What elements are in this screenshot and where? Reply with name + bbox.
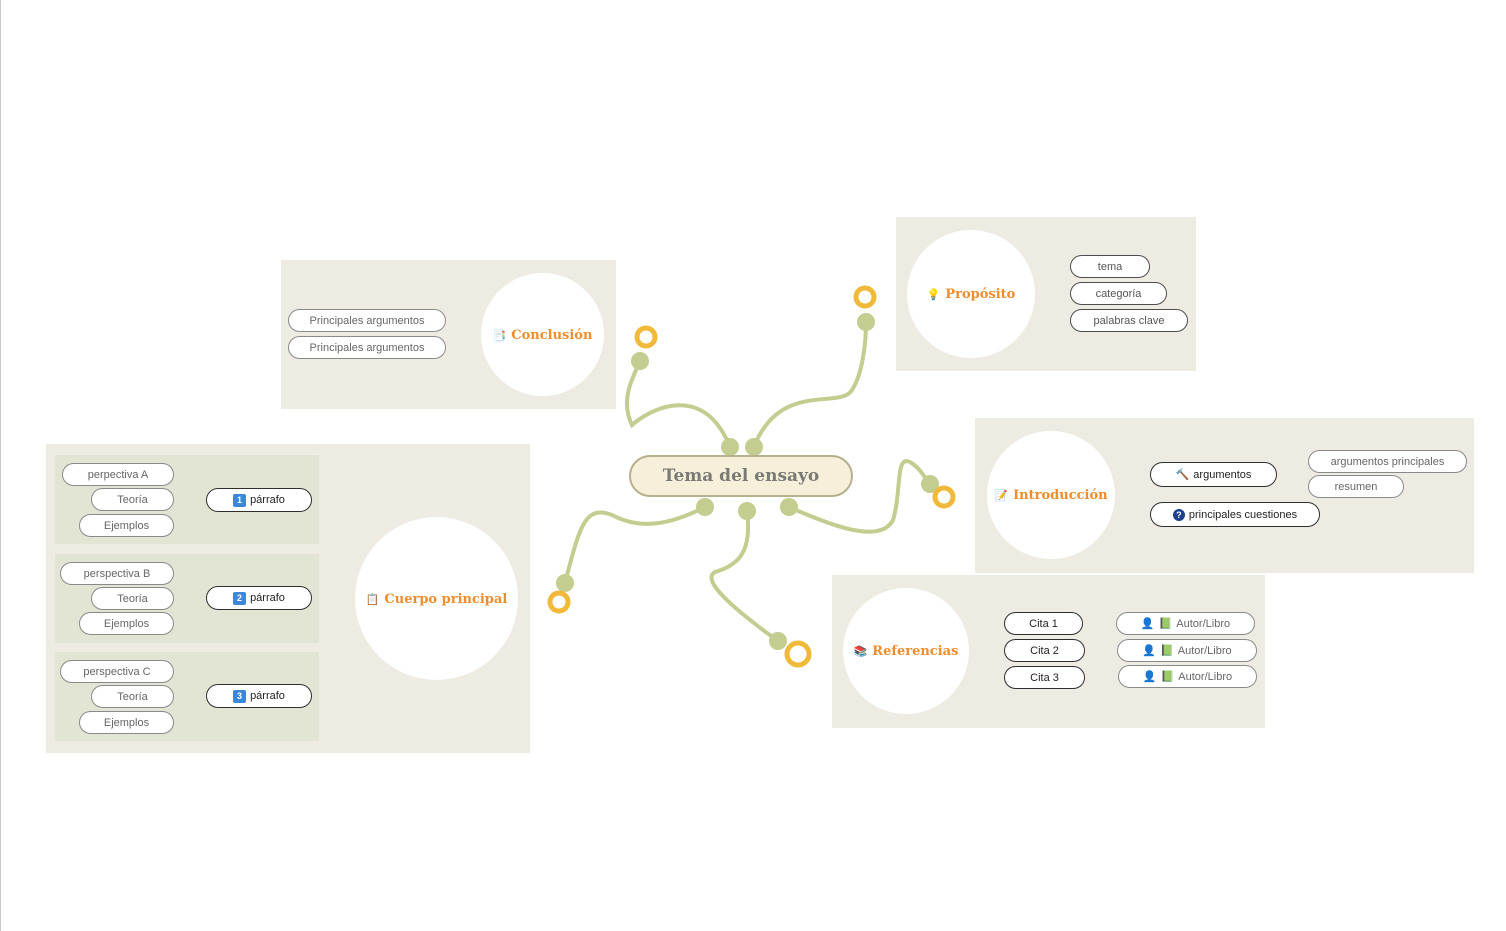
number-badge: 1 (233, 493, 247, 507)
cuerpo-p2-perspectiva[interactable]: perspectiva B (60, 562, 174, 585)
cuerpo-p3-ejemplos[interactable]: Ejemplos (79, 711, 174, 734)
anchor-dot (631, 352, 649, 370)
anchor-dot (556, 574, 574, 592)
anchor-dot (769, 632, 787, 650)
lightbulb-icon: 💡 (926, 287, 941, 301)
introduccion-resumen[interactable]: resumen (1308, 475, 1404, 498)
cuerpo-p2-teoria[interactable]: Teoría (91, 587, 174, 610)
cuerpo-p1-teoria[interactable]: Teoría (91, 488, 174, 511)
branch-introduccion (787, 459, 932, 534)
conclusion-item[interactable]: Principales argumentos (288, 336, 446, 359)
proposito-item-tema[interactable]: tema (1070, 255, 1150, 278)
cuerpo-p1-ejemplos[interactable]: Ejemplos (79, 514, 174, 537)
cuerpo-topic[interactable]: 📋 Cuerpo principal (365, 591, 508, 607)
number-badge: 2 (233, 591, 247, 605)
book-icon: 📗 (1160, 671, 1175, 683)
person-icon: 👤 (1140, 618, 1155, 630)
conclusion-topic[interactable]: 📑 Conclusión (492, 327, 593, 343)
cuerpo-p3-perspectiva[interactable]: perspectiva C (60, 660, 174, 683)
anchor-dot (745, 438, 763, 456)
clipboard-icon: 📋 (365, 592, 380, 606)
referencias-source-1[interactable]: 👤📗 Autor/Libro (1116, 612, 1255, 635)
introduccion-circle (987, 431, 1115, 559)
branch-proposito (752, 320, 868, 449)
canvas-border (0, 0, 1, 931)
books-icon: 📚 (853, 644, 868, 658)
anchor-dot (696, 498, 714, 516)
book-icon: 📗 (1158, 618, 1173, 630)
anchor-dot (780, 498, 798, 516)
anchor-dot (738, 502, 756, 520)
proposito-item-categoria[interactable]: categoría (1070, 282, 1167, 305)
anchor-dot (921, 475, 939, 493)
branch-cuerpo (563, 505, 707, 585)
introduccion-topic[interactable]: 📝 Introducción (994, 487, 1108, 503)
proposito-topic[interactable]: 💡 Propósito (926, 286, 1016, 302)
number-badge: 3 (233, 689, 247, 703)
cuerpo-paragraph-3[interactable]: 3 párrafo (206, 684, 312, 708)
introduccion-argumentos[interactable]: 🔨 argumentos (1150, 462, 1277, 487)
question-icon: ? (1172, 508, 1185, 521)
referencias-cita-1[interactable]: Cita 1 (1004, 612, 1083, 635)
book-icon: 📗 (1160, 645, 1174, 657)
proposito-item-palabras-clave[interactable]: palabras clave (1070, 309, 1188, 332)
cuerpo-circle (355, 517, 518, 680)
conclusion-item[interactable]: Principales argumentos (288, 309, 446, 332)
introduccion-argumentos-principales[interactable]: argumentos principales (1308, 450, 1467, 473)
anchor-dot (857, 313, 875, 331)
collapse-ring (932, 485, 956, 509)
person-icon: 👤 (1142, 645, 1157, 657)
conclusion-circle (481, 273, 604, 396)
collapse-ring (547, 590, 571, 614)
gavel-icon: 🔨 (1175, 469, 1190, 481)
memo-icon: 📝 (994, 488, 1009, 502)
referencias-circle (843, 588, 969, 714)
referencias-cita-2[interactable]: Cita 2 (1004, 639, 1085, 662)
collapse-ring (853, 285, 877, 309)
person-icon: 👤 (1142, 671, 1157, 683)
referencias-cita-3[interactable]: Cita 3 (1004, 666, 1085, 689)
cuerpo-p1-perspectiva[interactable]: perpectiva A (62, 463, 174, 486)
referencias-source-3[interactable]: 👤📗 Autor/Libro (1118, 665, 1257, 688)
cuerpo-paragraph-2[interactable]: 2 párrafo (206, 586, 312, 610)
collapse-ring (784, 640, 812, 668)
notes-icon: 📑 (492, 328, 507, 342)
proposito-circle (907, 230, 1035, 358)
branch-referencias (709, 509, 780, 643)
cuerpo-p3-teoria[interactable]: Teoría (91, 685, 174, 708)
introduccion-cuestiones[interactable]: ? principales cuestiones (1150, 502, 1320, 527)
central-topic[interactable]: Tema del ensayo (629, 455, 853, 497)
cuerpo-p2-ejemplos[interactable]: Ejemplos (79, 612, 174, 635)
referencias-topic[interactable]: 📚 Referencias (853, 643, 959, 659)
cuerpo-paragraph-1[interactable]: 1 párrafo (206, 488, 312, 512)
collapse-ring (634, 325, 658, 349)
anchor-dot (721, 438, 739, 456)
referencias-source-2[interactable]: 👤📗 Autor/Libro (1117, 639, 1257, 662)
branch-conclusion (624, 359, 732, 449)
